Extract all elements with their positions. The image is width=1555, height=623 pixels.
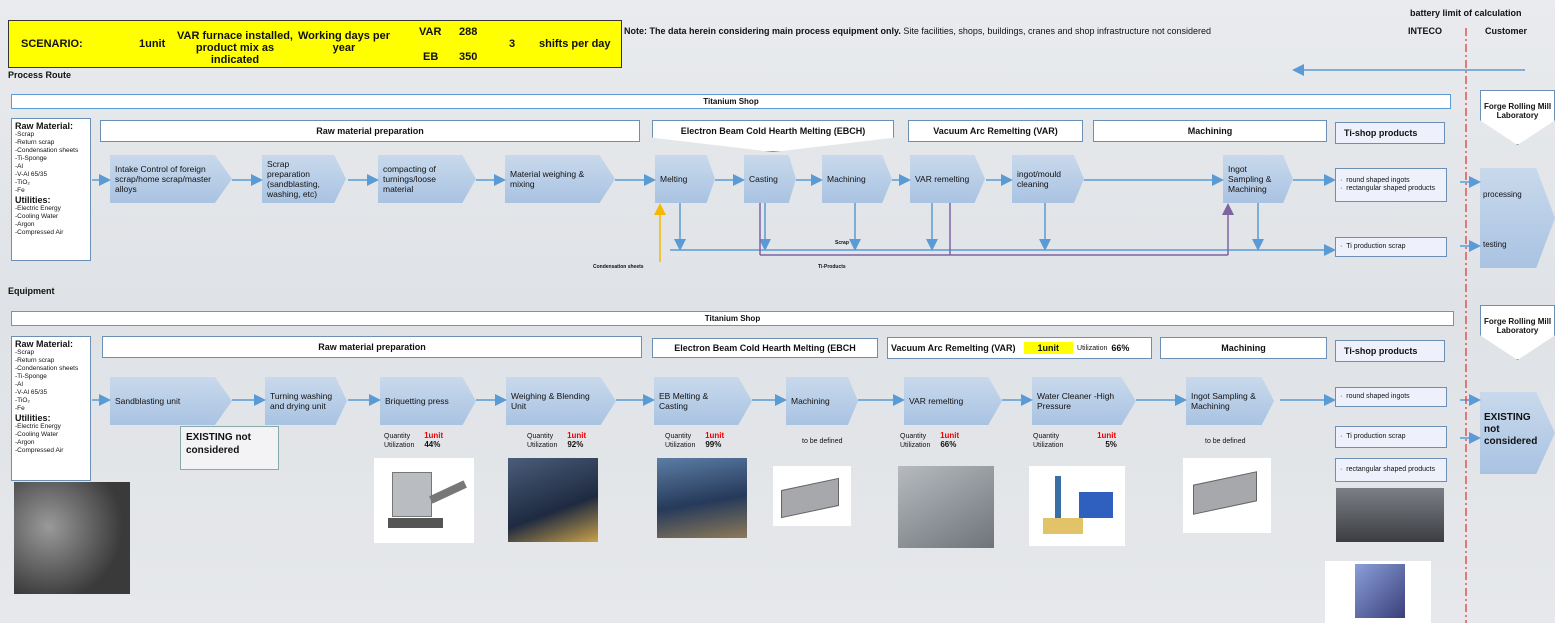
process-label-tiproducts: Ti-Products <box>818 264 846 270</box>
process-step-intake: Intake Control of foreign scrap/home scr… <box>110 155 232 203</box>
equipment-step-var-remelting: VAR remelting <box>904 377 1002 425</box>
equipment-header-products: Ti-shop products <box>1335 340 1445 362</box>
process-label-scrap: Scrap <box>835 240 849 246</box>
process-raw-material: Raw Material: -Scrap-Return scrap-Conden… <box>11 118 91 261</box>
battery-limit-title: battery limit of calculation <box>1410 8 1522 18</box>
process-titanium-banner: Titanium Shop <box>11 94 1451 109</box>
process-step-casting: Casting <box>744 155 796 203</box>
equipment-step-water-cleaner: Water Cleaner -High Pressure <box>1032 377 1136 425</box>
equipment-step-briquetting: Briquetting press <box>380 377 476 425</box>
equipment-step-ingot-sampling: Ingot Sampling & Machining <box>1186 377 1274 425</box>
water-cleaner-image <box>1029 466 1125 546</box>
process-step-weighing: Material weighing & mixing <box>505 155 615 203</box>
scenario-label: SCENARIO: <box>21 38 83 50</box>
equipment-product-scrap: · Ti production scrap <box>1335 426 1447 448</box>
scenario-units: 1unit <box>139 38 166 50</box>
process-step-compacting: compacting of turnings/loose material <box>378 155 476 203</box>
note-text: Note: The data herein considering main p… <box>624 26 1212 36</box>
eb-melting-image <box>657 458 747 538</box>
process-header-machining: Machining <box>1093 120 1327 142</box>
equipment-header-machining: Machining <box>1160 337 1327 359</box>
stats-ingot-tbd: to be defined <box>1205 438 1246 445</box>
scenario-box: SCENARIO: 1unit VAR furnace installed, p… <box>8 20 622 68</box>
equipment-step-turning: Turning washing and drying unit <box>265 377 347 425</box>
process-route-title: Process Route <box>8 70 72 80</box>
process-customer-pentagon: processing testing <box>1480 168 1555 268</box>
scenario-var-label: VAR <box>419 26 442 38</box>
process-step-ingot-sampling: Ingot Sampling & Machining <box>1223 155 1293 203</box>
process-customer-testing: testing <box>1483 240 1507 249</box>
equipment-customer-existing: EXISTING not considered <box>1484 412 1538 447</box>
equipment-step-weighing: Weighing & Blending Unit <box>506 377 616 425</box>
battery-left: INTECO <box>1408 26 1443 36</box>
blending-unit-image <box>508 458 598 542</box>
scenario-shifts: 3 <box>509 38 516 50</box>
equipment-step-machining: Machining <box>786 377 858 425</box>
battery-right: Customer <box>1485 26 1528 36</box>
equipment-header-var: Vacuum Arc Remelting (VAR) 1unit Utiliza… <box>887 337 1152 359</box>
scenario-working-days: Working days per year <box>297 30 391 54</box>
process-customer-processing: processing <box>1483 190 1522 199</box>
process-step-scrap-prep: Scrap preparation (sandblasting, washing… <box>262 155 346 203</box>
process-header-products: Ti-shop products <box>1335 122 1445 144</box>
var-furnace-image <box>898 466 994 548</box>
scenario-furnace: VAR furnace installed, product mix as in… <box>177 30 293 66</box>
process-step-var-remelting: VAR remelting <box>910 155 985 203</box>
process-header-raw-prep: Raw material preparation <box>100 120 640 142</box>
equipment-title: Equipment <box>8 286 55 296</box>
process-label-condensation: Condensation sheets <box>593 264 644 270</box>
scenario-shifts-label: shifts per day <box>539 38 611 50</box>
process-step-ingot-cleaning: ingot/mould cleaning <box>1012 155 1084 203</box>
equipment-product-rect: · rectangular shaped products <box>1335 458 1447 482</box>
process-header-var: Vacuum Arc Remelting (VAR) <box>908 120 1083 142</box>
ingots-photo <box>1336 488 1444 542</box>
machining-image-2 <box>1183 458 1271 533</box>
briquetting-press-image <box>374 458 474 543</box>
scenario-eb-days: 350 <box>459 51 478 63</box>
equipment-raw-material: Raw Material: -Scrap-Return scrap-Conden… <box>11 336 91 481</box>
equipment-step-sandblasting: Sandblasting unit <box>110 377 232 425</box>
equipment-var-units: 1unit <box>1023 342 1074 354</box>
machining-image-1 <box>773 466 851 526</box>
scenario-eb-label: EB <box>423 51 439 63</box>
equipment-titanium-banner: Titanium Shop <box>11 311 1454 326</box>
equipment-step-eb-melting: EB Melting & Casting <box>654 377 752 425</box>
process-step-machining: Machining <box>822 155 892 203</box>
scenario-var-days: 288 <box>459 26 478 38</box>
equipment-header-ebch: Electron Beam Cold Hearth Melting (EBCH <box>652 338 878 358</box>
scrap-photo <box>14 482 130 594</box>
equipment-existing-box: EXISTING not considered <box>180 426 279 470</box>
stats-machining-tbd: to be defined <box>802 438 843 445</box>
plate-photo-frame <box>1325 561 1431 623</box>
equipment-header-raw-prep: Raw material preparation <box>102 336 642 358</box>
process-step-melting: Melting <box>655 155 715 203</box>
